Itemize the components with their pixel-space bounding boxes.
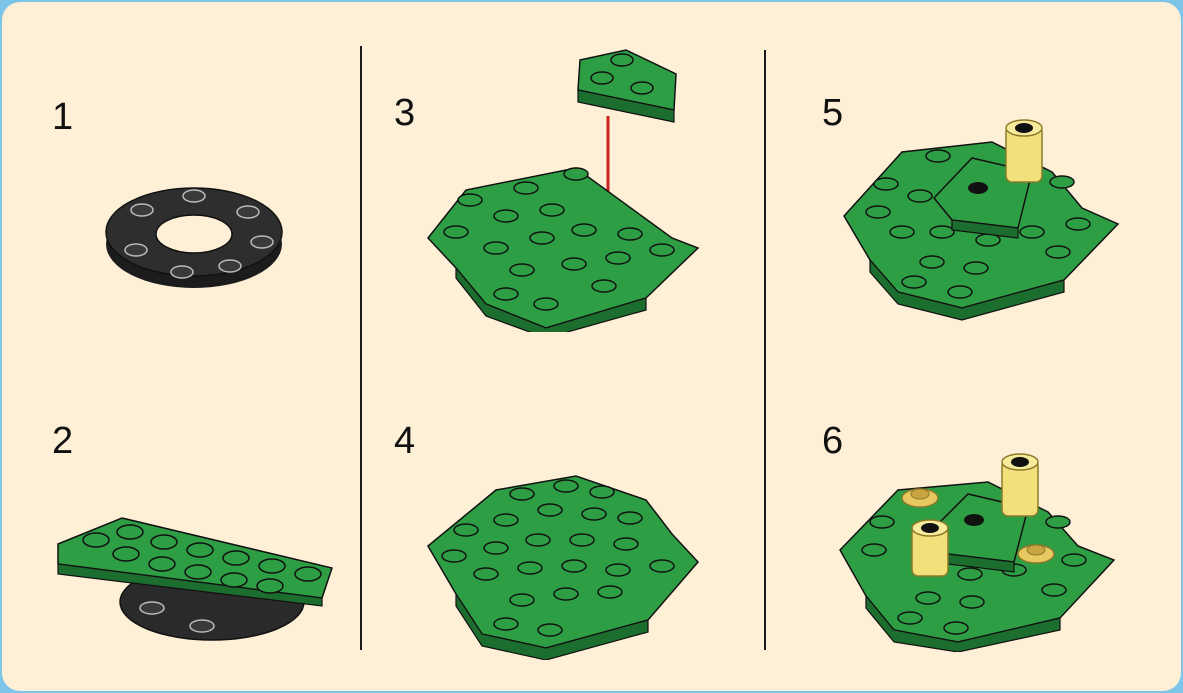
step-6-yellow-cones-figure (838, 442, 1122, 652)
column-divider-left (360, 46, 362, 650)
step-number-5: 5 (822, 94, 843, 132)
step-4-base-complete-figure (426, 470, 706, 660)
step-number-1: 1 (52, 98, 73, 136)
step-5-tile-and-yellow-stud-figure (842, 112, 1122, 322)
step-1-ring-plate-figure (102, 172, 292, 292)
column-divider-right (764, 50, 766, 650)
step-number-2: 2 (52, 422, 73, 460)
step-2-plate-on-ring-figure (52, 510, 342, 650)
step-3-base-with-corner-plate-figure (426, 42, 706, 332)
step-number-4: 4 (394, 422, 415, 460)
step-number-3: 3 (394, 94, 415, 132)
